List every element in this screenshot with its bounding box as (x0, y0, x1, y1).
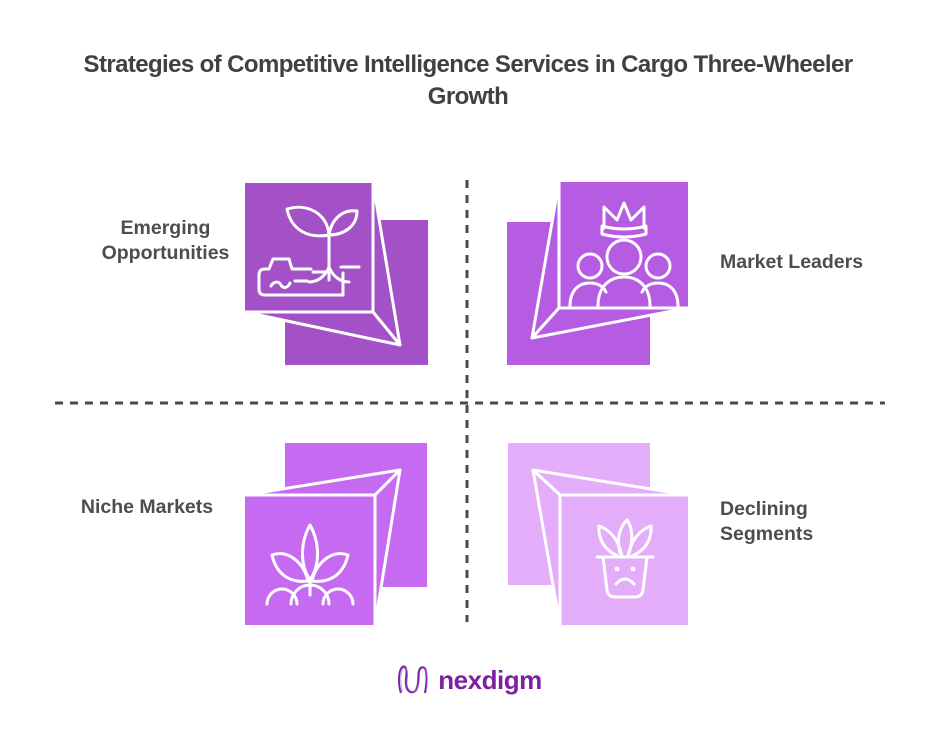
cube-emerging-opportunities (245, 183, 428, 365)
cube-right-wedge (373, 468, 402, 625)
seedling-soil-icon (257, 205, 361, 297)
page-title-line2: Growth (427, 82, 509, 110)
cube-front-face (559, 182, 688, 308)
crown-team-icon (568, 201, 680, 308)
cube-bottom-wedge (530, 306, 688, 340)
label-niche-markets: Niche Markets (80, 496, 214, 518)
cube-front-face (560, 495, 688, 625)
cube-front-face (245, 183, 373, 312)
page-title: Strategies of Competitive Intelligence S… (0, 49, 936, 112)
nexdigm-logo: nexdigm (0, 662, 936, 698)
sprout-icon (265, 523, 355, 606)
sad-plant-pot-icon (595, 518, 655, 599)
cube-market-leaders (507, 182, 688, 365)
cube-front-face (245, 495, 375, 625)
label-market-leaders: Market Leaders (720, 251, 864, 273)
label-declining-segments: Declining Segments (720, 498, 814, 546)
nexdigm-logo-text: nexdigm (438, 664, 542, 695)
cube-left-wedge (531, 468, 562, 625)
cube-bottom-wedge (245, 310, 402, 347)
page-title-line1: Strategies of Competitive Intelligence S… (83, 51, 854, 79)
nexdigm-wave-mark (398, 665, 428, 694)
label-emerging-opportunities: Emerging Opportunities (101, 217, 230, 265)
cube-declining-segments (508, 443, 688, 625)
cube-niche-markets (245, 443, 427, 625)
